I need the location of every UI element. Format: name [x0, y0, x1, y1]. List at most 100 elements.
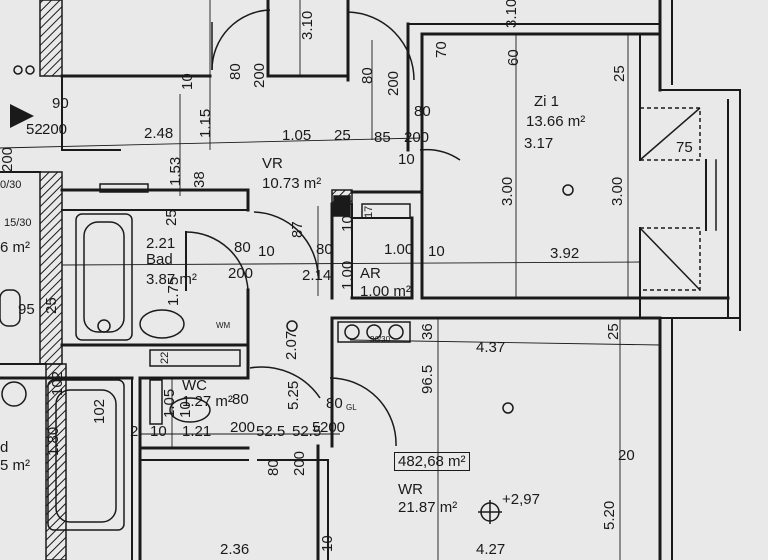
door-swing-3	[419, 148, 461, 161]
dim-1-75: 1.75	[165, 276, 182, 306]
dim-200-left: 200	[42, 121, 68, 138]
dim-95: 95	[18, 301, 35, 318]
dim-80-f: 80	[232, 391, 249, 408]
dim-4-37: 4.37	[476, 339, 506, 356]
bathtub-icon	[75, 213, 133, 341]
door-swing-bad	[185, 231, 249, 291]
dim-1-21: 1.21	[182, 423, 212, 440]
light-icon-wr	[502, 402, 514, 414]
door-swing-2	[347, 11, 415, 81]
walls	[0, 0, 741, 560]
dashed-box-1	[639, 107, 701, 161]
dim-10-c: 10	[339, 215, 356, 232]
dim-1-00-b: 1.00	[339, 260, 356, 290]
light-icon-zi	[562, 184, 574, 196]
dim-52: 52	[26, 121, 43, 138]
toilet-left-icon	[0, 289, 21, 327]
dim-25-e: 25	[605, 323, 622, 340]
room-area-bad: 3.87 m²	[146, 271, 197, 288]
total-area-box: 482,68 m²	[394, 452, 470, 471]
dim-80-e: 80	[316, 241, 333, 258]
dim-80-d: 80	[234, 239, 251, 256]
dim-3-00-a: 3.00	[499, 176, 516, 206]
dim-1-00-a: 1.00	[384, 241, 414, 258]
shaft-icon	[333, 195, 351, 217]
dim-22: 22	[159, 351, 171, 364]
door-swings	[185, 9, 701, 447]
wall-hatched-2	[39, 171, 63, 365]
bathtub-2-inner-icon	[55, 389, 117, 523]
wc-tank-icon	[149, 379, 163, 425]
dim-60: 60	[505, 49, 522, 66]
dim-80-a: 80	[227, 63, 244, 80]
level-mark: +2,97	[502, 491, 540, 508]
dim-200-d: 200	[0, 146, 16, 172]
cabinet-row-icon	[149, 349, 241, 367]
dim-3-00-b: 3.00	[609, 176, 626, 206]
room-area-wr: 21.87 m²	[398, 499, 458, 516]
dimension-lines	[0, 0, 661, 560]
room-name-ar: AR	[360, 265, 381, 282]
dim-52-5-b: 52.5	[292, 423, 322, 440]
dim-2-14: 2.14	[302, 267, 332, 284]
dim-3-17: 3.17	[524, 135, 554, 152]
room-name-wc: WC	[182, 377, 207, 394]
room-name-bad: Bad	[146, 251, 173, 268]
dim-10-b: 10	[398, 151, 415, 168]
burner-2-icon	[366, 324, 382, 340]
burner-1-icon	[344, 324, 360, 340]
bathtub-2-icon	[47, 379, 125, 531]
dim-75: 75	[676, 139, 693, 156]
dim-3-92: 3.92	[550, 245, 580, 262]
dim-10-e: 10	[428, 243, 445, 260]
dim-1-05: 1.05	[282, 127, 312, 144]
room-name-left-bottom: d	[0, 439, 9, 456]
dim-25-c: 25	[163, 209, 180, 226]
dim-80-c: 80	[414, 103, 431, 120]
dim-2: 2	[130, 423, 139, 440]
dim-102-b: 102	[91, 398, 108, 424]
light-icon-vr	[286, 320, 298, 332]
dim-102-a: 102	[49, 370, 66, 396]
dim-2-36: 2.36	[220, 541, 250, 558]
dim-80-h: 80	[265, 459, 282, 476]
door-swing-1	[211, 9, 271, 71]
room-area-wc: 1.27 m²	[182, 393, 233, 410]
room-area-vr: 10.73 m²	[262, 175, 322, 192]
dim-10-a: 10	[179, 73, 196, 90]
dim-200-g: 200	[320, 419, 346, 436]
dim-5-25-a: 5.25	[285, 380, 302, 410]
dim-87: 87	[289, 221, 306, 238]
dim-36: 36	[419, 323, 436, 340]
dim-1-80: 1.80	[45, 426, 62, 456]
drain-icon	[97, 319, 111, 333]
dim-52-5-a: 52.5	[256, 423, 286, 440]
dim-200-f: 200	[230, 419, 256, 436]
dim-4-27: 4.27	[476, 541, 506, 558]
dashed-box-2	[639, 227, 701, 291]
dim-2-21: 2.21	[146, 235, 176, 252]
room-area-left-top: 6 m²	[0, 239, 30, 256]
dim-200-e: 200	[228, 265, 254, 282]
room-name-vr: VR	[262, 155, 283, 172]
dim-25-d: 25	[43, 297, 60, 314]
dim-10-h: 10	[319, 535, 336, 552]
radiator-icon	[99, 183, 149, 193]
dim-1-53: 1.53	[167, 156, 184, 186]
socket-icon-1	[13, 65, 23, 75]
dim-1-15: 1.15	[197, 108, 214, 138]
dim-2-48: 2.48	[144, 125, 174, 142]
fixtures	[0, 65, 574, 531]
dim-15-30: 15/30	[4, 217, 32, 229]
dim-200-a: 200	[251, 62, 268, 88]
sink-icon	[139, 309, 185, 339]
door-swing-wr	[329, 377, 397, 447]
dim-10-f: 10	[177, 401, 194, 418]
dim-96-5: 96.5	[419, 364, 436, 394]
dim-0-30: 0/30	[0, 179, 22, 191]
dim-20: 20	[618, 447, 635, 464]
dim-25-a: 25	[611, 65, 628, 82]
dim-200-b: 200	[385, 70, 402, 96]
dim-200-h: 200	[291, 450, 308, 476]
gl-label: GL	[346, 403, 357, 412]
